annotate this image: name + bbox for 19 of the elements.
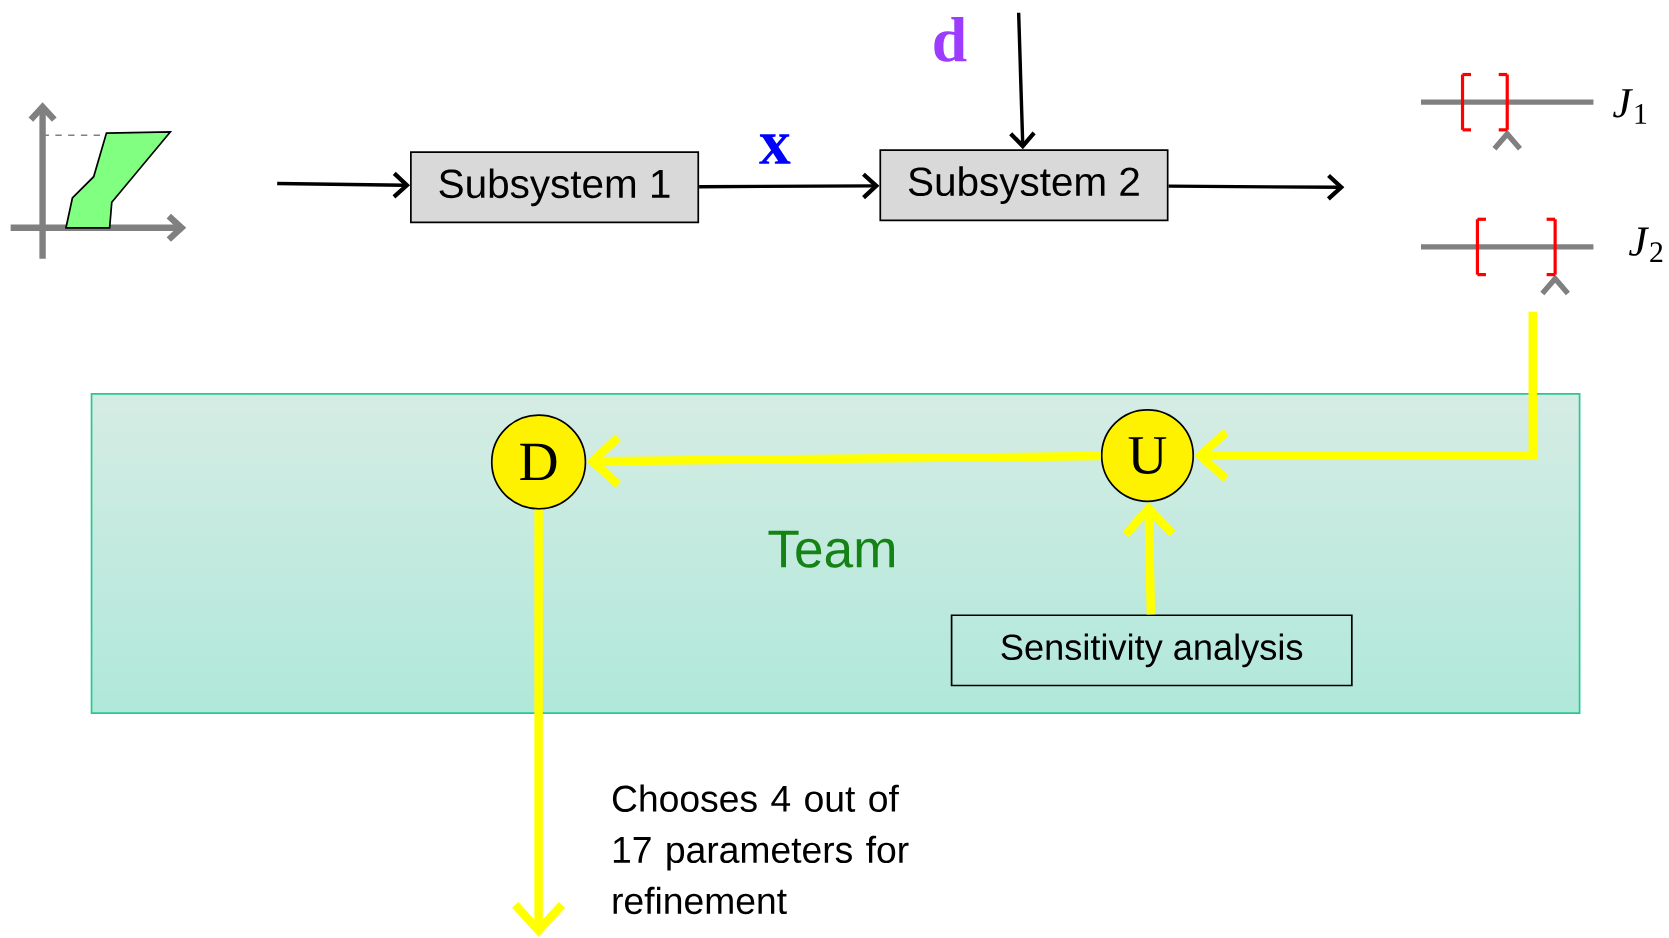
process-box: Subsystem 1 [410, 151, 700, 224]
arrow [1168, 174, 1345, 201]
edge-label: d [934, 17, 967, 62]
process-box: Sensitivity analysis [950, 614, 1353, 687]
variable-label: J$_{1}$ [1613, 89, 1647, 124]
circle-node: U [1100, 409, 1195, 503]
edge-label: x [759, 134, 791, 164]
arrow [512, 509, 566, 937]
variable-label: J$_{2}$ [1629, 227, 1663, 263]
arrow [586, 434, 1101, 488]
region-plot-drawing [10, 102, 187, 259]
process-box: Subsystem 2 [879, 149, 1169, 222]
arrow [1009, 12, 1036, 150]
arrow [277, 171, 411, 199]
arrow [1122, 502, 1176, 615]
circle-node: D [490, 414, 587, 510]
arrow [699, 172, 880, 200]
edge-label: Chooses 4 out of 17 parameters for refinement [612, 784, 909, 915]
arrow [1194, 312, 1538, 483]
